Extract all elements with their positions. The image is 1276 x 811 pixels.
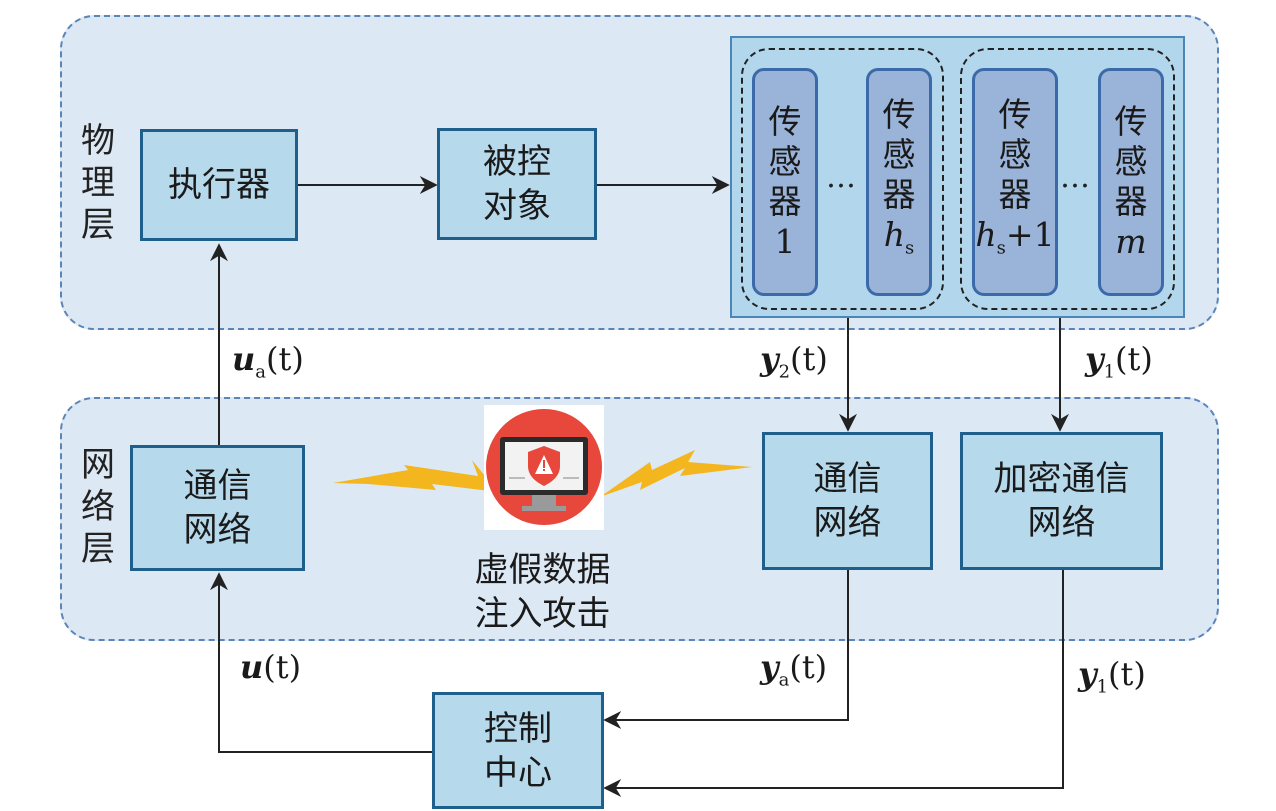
sensor-1-index: 1	[774, 222, 796, 261]
sensor-ellipsis-right: …	[1060, 160, 1090, 195]
plant-label-line1: 被控	[483, 142, 551, 182]
plant-box: 被控 对象	[437, 128, 597, 240]
signal-ua: ua(t)	[232, 340, 304, 383]
arrow-encrypted-to-control	[603, 570, 1064, 797]
sensor-ellipsis-left: …	[826, 160, 856, 195]
arrow-comm-to-control	[603, 570, 849, 729]
sensor-m: 传感器 m	[1098, 68, 1164, 296]
actuator-label: 执行器	[168, 165, 270, 205]
actuator-box: 执行器	[140, 129, 298, 241]
signal-y1-top: y1(t)	[1085, 340, 1153, 383]
network-layer-label: 网络层	[81, 445, 115, 569]
control-center-box: 控制 中心	[432, 692, 604, 809]
signal-y1-bottom: y1(t)	[1078, 655, 1146, 698]
sensor-1: 传感器 1	[752, 68, 818, 296]
lightning-bolt-left-icon	[333, 460, 498, 492]
signal-ya: ya(t)	[760, 648, 828, 691]
encrypted-comm-network-box: 加密通信 网络	[960, 432, 1163, 570]
signal-u: u(t)	[240, 648, 302, 686]
warning-monitor-icon	[484, 405, 604, 530]
comm-network-left-box: 通信 网络	[130, 445, 305, 571]
signal-y2: y2(t)	[760, 340, 828, 383]
sensor-group-right	[960, 48, 1175, 310]
lightning-bolt-right-icon	[600, 450, 752, 497]
fdi-attack-label: 虚假数据 注入攻击	[474, 550, 611, 634]
sensor-hs: 传感器 hs	[866, 68, 932, 296]
arrow-control-to-comm	[210, 572, 432, 753]
plant-label-line2: 对象	[483, 186, 551, 226]
comm-network-right-box: 通信 网络	[762, 432, 933, 570]
physical-layer-label: 物理层	[81, 121, 115, 245]
sensor-group-left	[741, 48, 944, 310]
sensor-hs-plus-1: 传感器 hs+1	[972, 68, 1058, 296]
